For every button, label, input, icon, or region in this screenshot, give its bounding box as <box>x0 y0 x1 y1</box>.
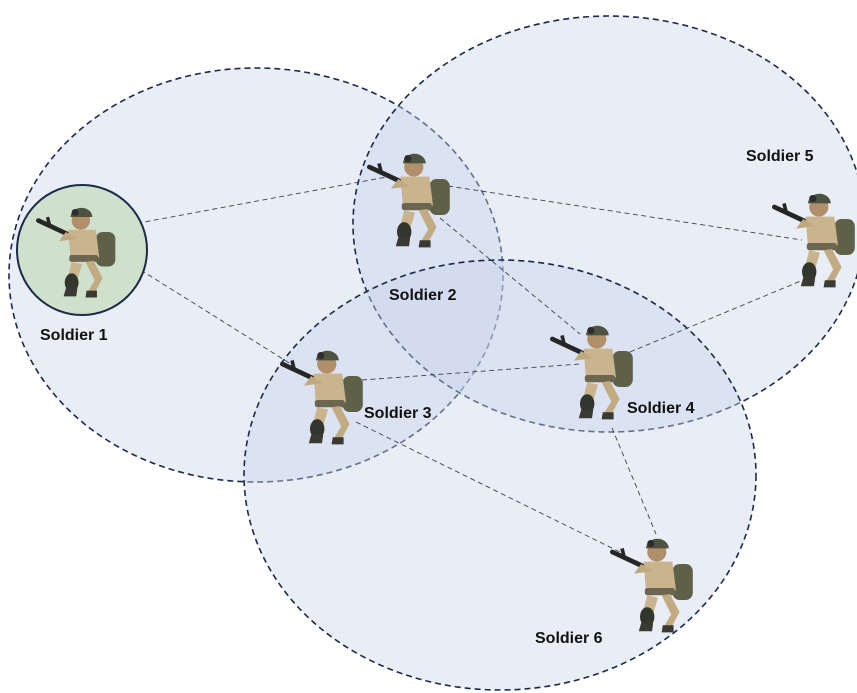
soldier-2-label: Soldier 2 <box>389 287 457 304</box>
link-2-5 <box>447 185 803 241</box>
communication-ranges <box>8 15 857 691</box>
link-3-6 <box>355 421 621 553</box>
soldier-4-label: Soldier 4 <box>627 400 695 417</box>
link-1-2 <box>111 175 393 229</box>
link-2-4 <box>439 217 581 335</box>
range-soldier-2 <box>352 15 857 433</box>
soldier-1-label: Soldier 1 <box>40 327 108 344</box>
range-soldier-3 <box>243 259 757 691</box>
soldier-3-label: Soldier 3 <box>364 405 432 422</box>
link-4-6 <box>611 427 657 535</box>
soldier-6-label: Soldier 6 <box>535 630 603 647</box>
link-4-5 <box>629 277 809 353</box>
soldier-5-label: Soldier 5 <box>746 148 814 165</box>
link-3-4 <box>361 363 581 381</box>
